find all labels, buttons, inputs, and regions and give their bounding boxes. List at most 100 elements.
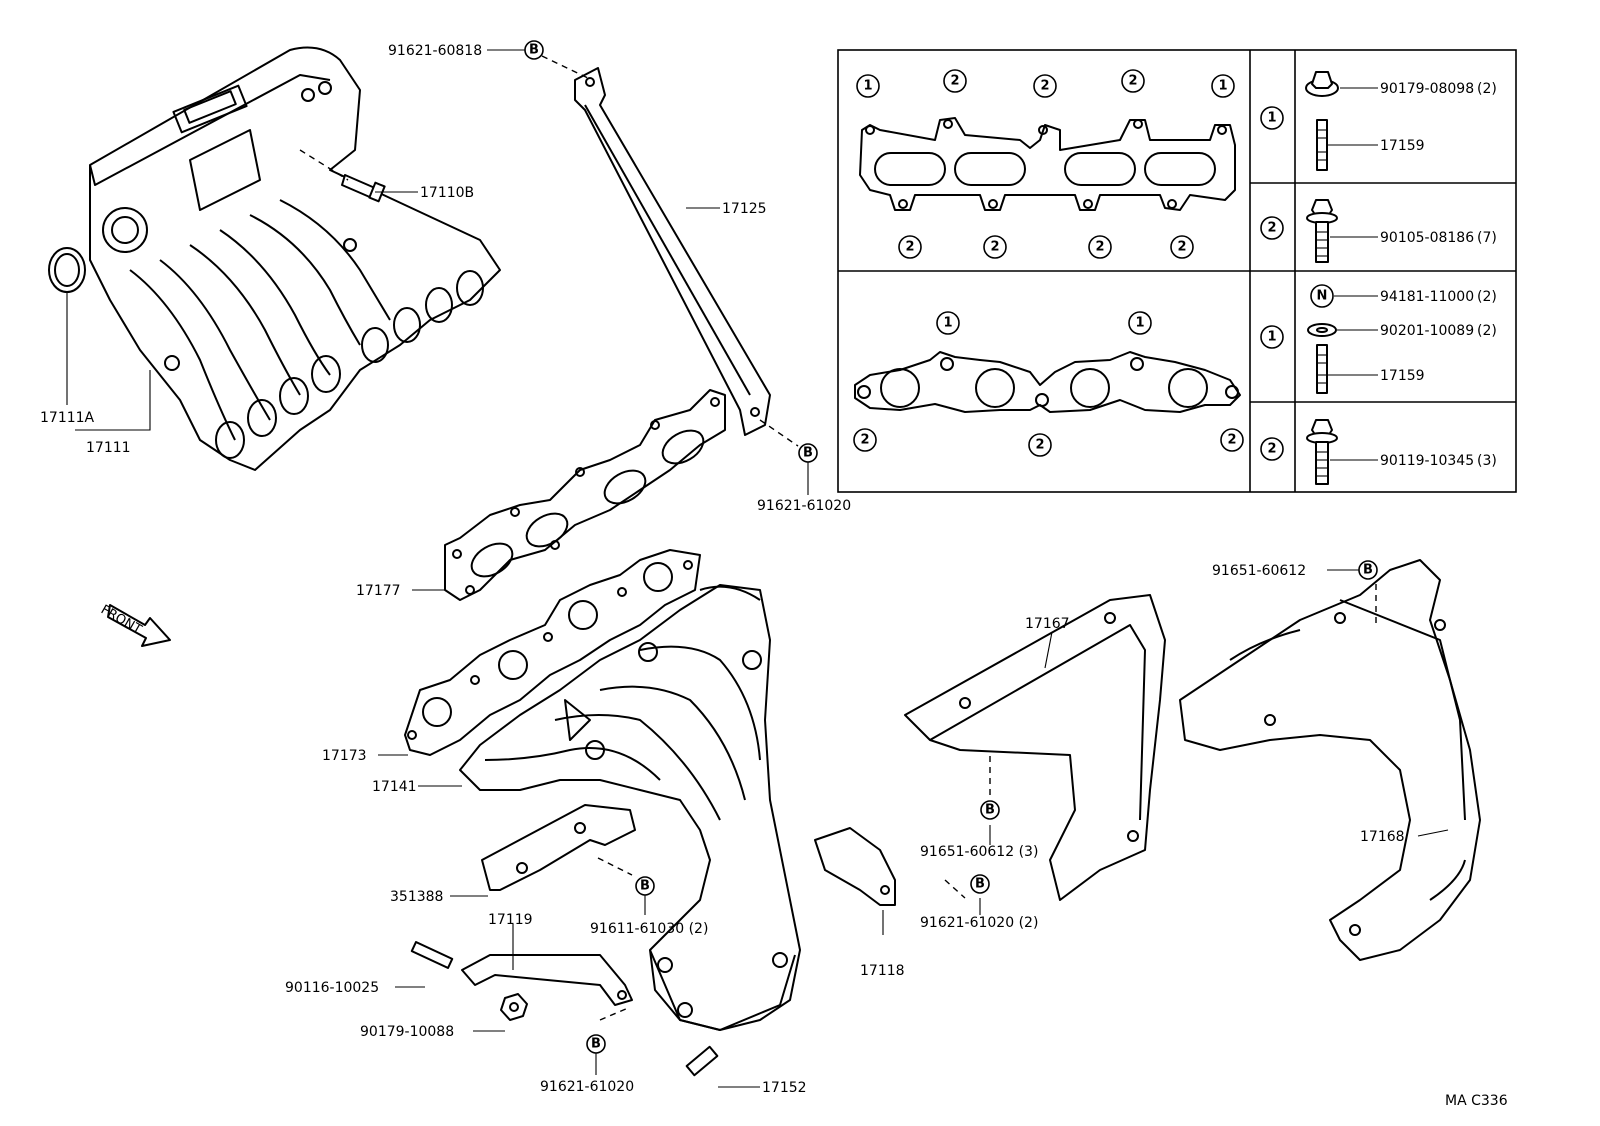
nut-marker-n-label: N [1317, 289, 1328, 304]
nut-90179-10088 [500, 993, 528, 1021]
label-17111a: 17111A [40, 410, 95, 426]
row-key-markers: 1 2 1 2 [1260, 106, 1284, 461]
label-90116-10025: 90116-10025 [285, 980, 379, 996]
label-91651-60612: 91651-60612 [1212, 563, 1306, 579]
label-17173: 17173 [322, 748, 367, 764]
label-91621-61020-2: 91621-61020 (2) [920, 915, 1038, 931]
marker-2: 2 [1035, 438, 1044, 453]
bolt-marker-b-label: B [803, 446, 813, 461]
marker-2: 2 [1227, 433, 1236, 448]
legend-90179-08098: 90179-08098 [1380, 81, 1474, 97]
legend-qty: (7) [1477, 230, 1497, 246]
flange-bolt-icon [1306, 199, 1338, 263]
marker-1: 1 [1135, 316, 1144, 331]
bolt-marker-b-label: B [985, 803, 995, 818]
marker-1: 1 [1218, 79, 1227, 94]
label-91651-60612-3: 91651-60612 (3) [920, 844, 1038, 860]
label-17125: 17125 [722, 201, 767, 217]
bolt-marker-b-label: B [591, 1037, 601, 1052]
marker-2: 2 [1177, 240, 1186, 255]
legend-qty: (2) [1477, 289, 1497, 305]
bolt-marker-b-label: B [975, 877, 985, 892]
legend-qty: (2) [1477, 81, 1497, 97]
heat-insulator-17167 [904, 594, 1166, 901]
leader-lines [66, 49, 1449, 1088]
bolt-marker-b-label: B [640, 879, 650, 894]
bolt-marker-b-6: B [970, 874, 990, 894]
bracket-351388 [481, 804, 636, 891]
stud-17110b [341, 174, 386, 203]
bolt-marker-b-label: B [1363, 563, 1373, 578]
nut-n-icon: N [1310, 284, 1334, 308]
exhaust-manifold-17141 [459, 584, 801, 1031]
manifold-stay-17125 [574, 67, 771, 436]
marker-2: 2 [990, 240, 999, 255]
bolt-marker-b-7: B [1358, 560, 1378, 580]
row-marker-1: 1 [1267, 330, 1276, 345]
flange-nut-icon [1305, 71, 1339, 97]
legend-94181-11000: 94181-11000 [1380, 289, 1474, 305]
stud-icon-2 [1316, 344, 1328, 394]
gasket-17173 [404, 549, 701, 756]
gasket-ring-17111a [48, 247, 86, 293]
heat-insulator-17118 [814, 827, 896, 906]
label-17141: 17141 [372, 779, 417, 795]
legend-90119-10345: 90119-10345 [1380, 453, 1474, 469]
legend-qty: (2) [1477, 323, 1497, 339]
marker-2: 2 [905, 240, 914, 255]
label-91621-61020-bottom: 91621-61020 [540, 1079, 634, 1095]
washer-icon [1307, 323, 1337, 337]
bolt-marker-b-2: B [798, 443, 818, 463]
label-91611-61030: 91611-61030 (2) [590, 921, 708, 937]
bolt-marker-b-4: B [586, 1034, 606, 1054]
bolt-marker-b-3: B [635, 876, 655, 896]
marker-2: 2 [1040, 79, 1049, 94]
intake-gasket-outline [859, 117, 1236, 211]
label-17118: 17118 [860, 963, 905, 979]
marker-1: 1 [943, 316, 952, 331]
legend-17159: 17159 [1380, 138, 1425, 154]
gasket-17177 [444, 389, 726, 601]
marker-2: 2 [1095, 240, 1104, 255]
intake-position-markers: 1 2 2 2 1 2 2 2 2 [856, 69, 1235, 259]
stud-90116-10025 [410, 941, 454, 969]
marker-2: 2 [1128, 74, 1137, 89]
label-17167: 17167 [1025, 616, 1070, 632]
heat-insulator-17168 [1179, 559, 1481, 961]
front-label: FRONT [98, 602, 144, 637]
label-90179-10088: 90179-10088 [360, 1024, 454, 1040]
stud-icon [1316, 119, 1328, 171]
flange-bolt-icon-2 [1306, 419, 1338, 485]
row-marker-2: 2 [1267, 221, 1276, 236]
stud-17152 [685, 1045, 719, 1077]
marker-2: 2 [860, 433, 869, 448]
front-direction-indicator: FRONT [98, 602, 171, 647]
legend-qty: (3) [1477, 453, 1497, 469]
label-17110b: 17110B [420, 185, 474, 201]
intake-manifold-17111 [89, 46, 501, 471]
label-351388: 351388 [390, 889, 443, 905]
label-17177: 17177 [356, 583, 401, 599]
bolt-marker-b-1: B [524, 40, 544, 60]
fastener-legend-box: 1 2 2 2 1 2 2 2 2 1 1 2 2 2 1 2 1 2 [837, 49, 1517, 493]
legend-90105-08186: 90105-08186 [1380, 230, 1474, 246]
row-marker-1: 1 [1267, 111, 1276, 126]
label-17111: 17111 [86, 440, 131, 456]
bolt-marker-b-label: B [529, 43, 539, 58]
label-91621-61020-top: 91621-61020 [757, 498, 851, 514]
label-91621-60818: 91621-60818 [388, 43, 482, 59]
marker-1: 1 [863, 79, 872, 94]
bracket-17119 [461, 954, 633, 1006]
label-17168: 17168 [1360, 829, 1405, 845]
legend-90201-10089: 90201-10089 [1380, 323, 1474, 339]
exhaust-gasket-outline [854, 351, 1241, 413]
row-marker-2: 2 [1267, 442, 1276, 457]
diagram-code: MA C336 [1445, 1093, 1508, 1109]
bolt-marker-b-5: B [980, 800, 1000, 820]
part-labels: 91621-60818 17110B 17125 17111A 17111 91… [40, 43, 1508, 1109]
legend-17159-b: 17159 [1380, 368, 1425, 384]
exhaust-position-markers: 1 1 2 2 2 [853, 311, 1244, 457]
marker-2: 2 [950, 74, 959, 89]
label-17152: 17152 [762, 1080, 807, 1096]
